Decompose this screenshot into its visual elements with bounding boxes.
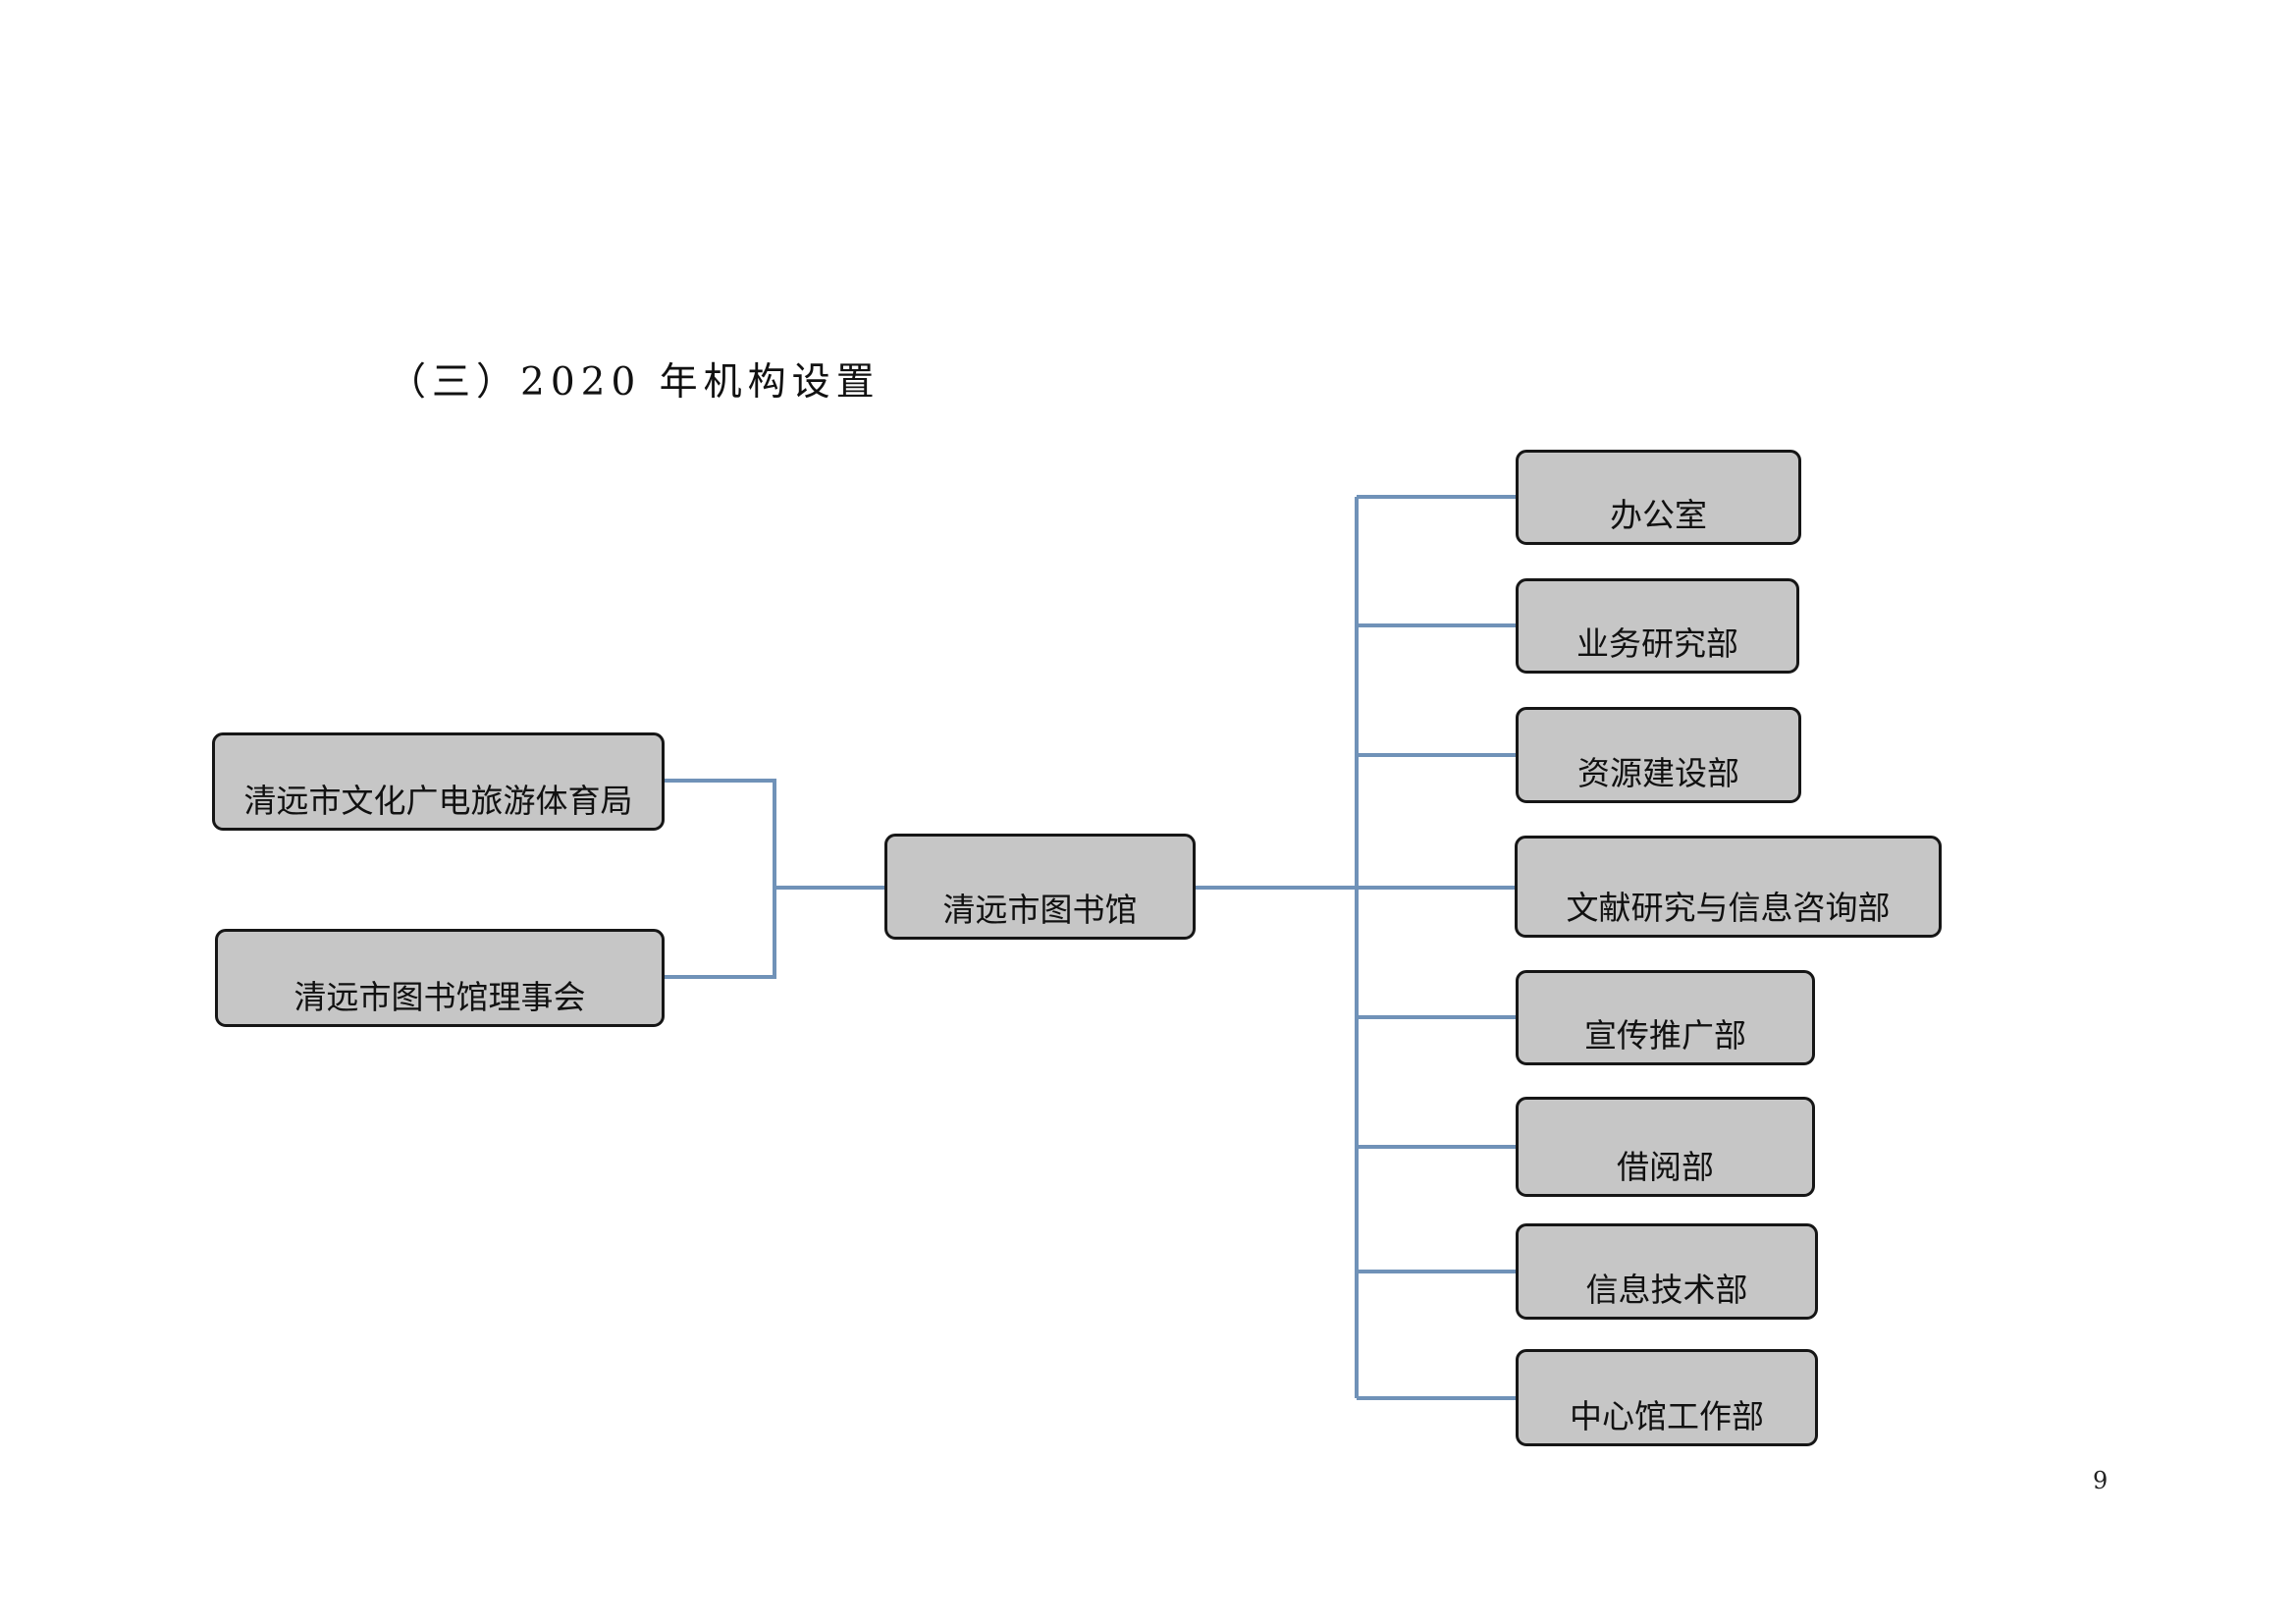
node-label: 宣传推广部 — [1584, 1016, 1746, 1055]
node-label: 文献研究与信息咨询部 — [1566, 889, 1891, 927]
page-number: 9 — [2093, 1467, 2109, 1494]
connector-bureau — [663, 779, 776, 888]
node-label: 业务研究部 — [1576, 624, 1738, 663]
node-label: 资源建设部 — [1577, 754, 1739, 792]
node-dept-business-research: 业务研究部 — [1516, 578, 1799, 674]
node-label: 中心馆工作部 — [1570, 1397, 1764, 1435]
connector-board — [663, 888, 776, 979]
node-label: 清远市文化广电旅游体育局 — [243, 782, 633, 820]
node-culture-bureau: 清远市文化广电旅游体育局 — [212, 732, 665, 831]
node-dept-central-library: 中心馆工作部 — [1516, 1349, 1818, 1446]
section-heading: （三）2020 年机构设置 — [388, 360, 881, 405]
node-dept-literature-info: 文献研究与信息咨询部 — [1515, 836, 1942, 938]
node-dept-office: 办公室 — [1516, 450, 1801, 545]
node-dept-promotion: 宣传推广部 — [1516, 970, 1815, 1065]
node-label: 信息技术部 — [1585, 1271, 1748, 1309]
node-label: 借阅部 — [1617, 1148, 1714, 1186]
node-label: 办公室 — [1610, 496, 1707, 534]
node-label: 清远市图书馆 — [942, 891, 1138, 929]
node-library-board: 清远市图书馆理事会 — [215, 929, 665, 1027]
node-dept-lending: 借阅部 — [1516, 1097, 1815, 1197]
node-qingyuan-library: 清远市图书馆 — [884, 834, 1196, 940]
node-dept-it: 信息技术部 — [1516, 1223, 1818, 1320]
node-label: 清远市图书馆理事会 — [294, 978, 586, 1016]
node-dept-resource-building: 资源建设部 — [1516, 707, 1801, 803]
